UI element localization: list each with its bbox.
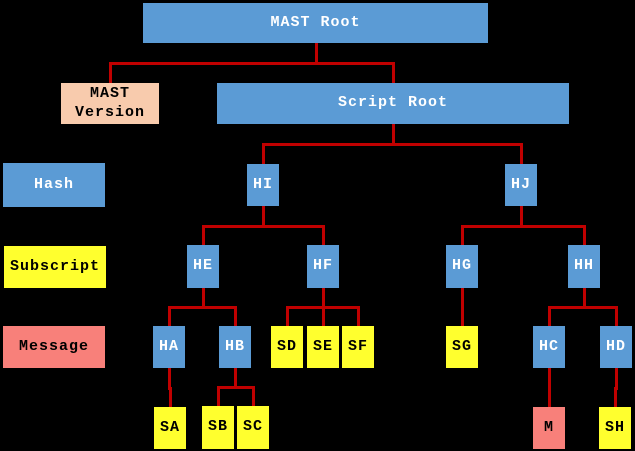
connector-segment <box>168 306 171 326</box>
node-he: HE <box>187 245 219 288</box>
connector-segment <box>615 368 618 390</box>
node-hg: HG <box>446 245 478 288</box>
connector-segment <box>202 225 205 245</box>
connector-segment <box>392 124 395 146</box>
connector-segment <box>583 225 586 245</box>
node-hj: HJ <box>505 164 537 206</box>
node-script-root: Script Root <box>217 83 569 124</box>
node-hb: HB <box>219 326 251 368</box>
node-sh: SH <box>599 407 631 449</box>
connector-segment <box>286 306 289 326</box>
node-hf: HF <box>307 245 339 288</box>
connector-segment <box>461 306 464 326</box>
connector-segment <box>217 386 220 406</box>
connector-segment <box>322 225 325 245</box>
node-sg: SG <box>446 326 478 368</box>
connector-segment <box>315 43 318 65</box>
connector-segment <box>615 306 618 326</box>
connector-segment <box>252 386 255 406</box>
connector-segment <box>109 62 112 83</box>
node-legend-message: Message <box>3 326 105 368</box>
node-hc: HC <box>533 326 565 368</box>
connector-segment <box>461 225 464 245</box>
connector-segment <box>548 368 551 390</box>
connector-segment <box>520 206 523 228</box>
connector-segment <box>168 368 171 390</box>
connector-segment <box>614 387 617 407</box>
node-ha: HA <box>153 326 185 368</box>
connector-segment <box>322 288 325 309</box>
connector-segment <box>262 143 523 146</box>
node-hi: HI <box>247 164 279 206</box>
node-mast-version: MAST Version <box>61 83 159 124</box>
connector-segment <box>109 62 395 65</box>
connector-segment <box>357 306 360 326</box>
connector-segment <box>169 387 172 407</box>
node-hh: HH <box>568 245 600 288</box>
connector-segment <box>548 306 551 326</box>
connector-segment <box>168 306 237 309</box>
node-sb: SB <box>202 406 234 449</box>
connector-segment <box>202 225 325 228</box>
node-mast-root: MAST Root <box>143 3 488 43</box>
connector-segment <box>548 306 618 309</box>
connector-segment <box>322 306 325 326</box>
connector-segment <box>461 225 586 228</box>
node-se: SE <box>307 326 339 368</box>
connector-segment <box>583 288 586 309</box>
node-legend-hash: Hash <box>3 163 105 207</box>
connector-segment <box>520 143 523 164</box>
node-sc: SC <box>237 406 269 449</box>
connector-segment <box>262 143 265 164</box>
connector-segment <box>234 368 237 389</box>
connector-segment <box>234 306 237 326</box>
node-hd: HD <box>600 326 632 368</box>
connector-segment <box>461 288 464 309</box>
connector-segment <box>392 62 395 83</box>
node-sa: SA <box>154 407 186 449</box>
node-legend-subscript: Subscript <box>4 246 106 288</box>
node-m: M <box>533 407 565 449</box>
connector-segment <box>217 386 255 389</box>
node-sd: SD <box>271 326 303 368</box>
connector-segment <box>262 206 265 228</box>
connector-segment <box>202 288 205 309</box>
node-sf: SF <box>342 326 374 368</box>
connector-segment <box>548 387 551 407</box>
